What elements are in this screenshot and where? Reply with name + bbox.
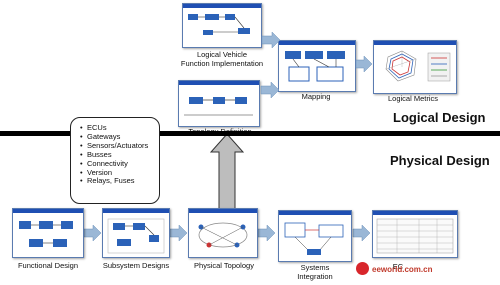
physical-elements-list: ECUs Gateways Sensors/Actuators Busses C… bbox=[71, 123, 159, 187]
watermark-logo-icon bbox=[356, 262, 369, 275]
mapping-diagram bbox=[285, 51, 345, 82]
list-item: Gateways bbox=[80, 132, 159, 142]
logical-metrics-screenshot bbox=[373, 40, 457, 94]
arrow-subsystem-to-topology bbox=[169, 224, 188, 242]
list-item: Version bbox=[80, 168, 159, 178]
caption-function-implementation: Function Implementation bbox=[180, 59, 264, 68]
caption-logical-vehicle: Logical Vehicle bbox=[196, 50, 248, 59]
functional-block-diagram bbox=[19, 221, 73, 247]
ecu-table-screenshot bbox=[372, 210, 458, 258]
list-item: Connectivity bbox=[80, 159, 159, 169]
topology-network-diagram bbox=[198, 222, 248, 248]
physical-elements-callout: ECUs Gateways Sensors/Actuators Busses C… bbox=[70, 117, 160, 204]
subsystem-designs-screenshot bbox=[102, 208, 170, 258]
functional-design-screenshot bbox=[12, 208, 84, 258]
caption-ecu: EC bbox=[392, 262, 404, 271]
arrow-functional-to-subsystem bbox=[83, 224, 102, 242]
caption-subsystem-designs: Subsystem Designs bbox=[102, 261, 170, 270]
physical-topology-screenshot bbox=[188, 208, 258, 258]
topology-definition-screenshot bbox=[178, 80, 260, 127]
arrow-to-metrics bbox=[355, 55, 373, 73]
design-divider bbox=[0, 131, 500, 136]
caption-systems: Systems bbox=[300, 263, 330, 272]
arrow-topology-to-integration bbox=[257, 224, 276, 242]
caption-physical-topology: Physical Topology bbox=[194, 261, 254, 270]
caption-mapping: Mapping bbox=[301, 92, 331, 101]
arrow-integration-to-ecu bbox=[352, 224, 371, 242]
caption-integration: Integration bbox=[297, 272, 333, 281]
radar-chart-graphic bbox=[385, 50, 451, 82]
caption-functional-design: Functional Design bbox=[17, 261, 79, 270]
arrow-to-mapping-upper bbox=[261, 31, 281, 49]
list-item: ECUs bbox=[80, 123, 159, 133]
physical-design-title: Physical Design bbox=[390, 153, 490, 168]
ecu-spreadsheet-graphic bbox=[376, 218, 454, 254]
caption-logical-metrics: Logical Metrics bbox=[387, 94, 439, 103]
topology-block-diagram bbox=[184, 97, 253, 116]
logical-vehicle-function-screenshot bbox=[182, 3, 262, 48]
list-item: Sensors/Actuators bbox=[80, 141, 159, 151]
function-block-diagram bbox=[188, 14, 250, 35]
list-item: Relays, Fuses bbox=[80, 177, 159, 187]
integration-wiring-diagram bbox=[284, 222, 344, 255]
mapping-screenshot bbox=[278, 40, 356, 92]
arrow-up-physical-to-logical bbox=[209, 133, 245, 211]
arrow-to-mapping-lower bbox=[260, 81, 280, 99]
subsystem-block-diagram bbox=[107, 218, 165, 254]
systems-integration-screenshot bbox=[278, 210, 352, 262]
list-item: Busses bbox=[80, 150, 159, 160]
watermark-text: eeworld.com.cn bbox=[372, 265, 433, 274]
logical-design-title: Logical Design bbox=[393, 110, 486, 125]
